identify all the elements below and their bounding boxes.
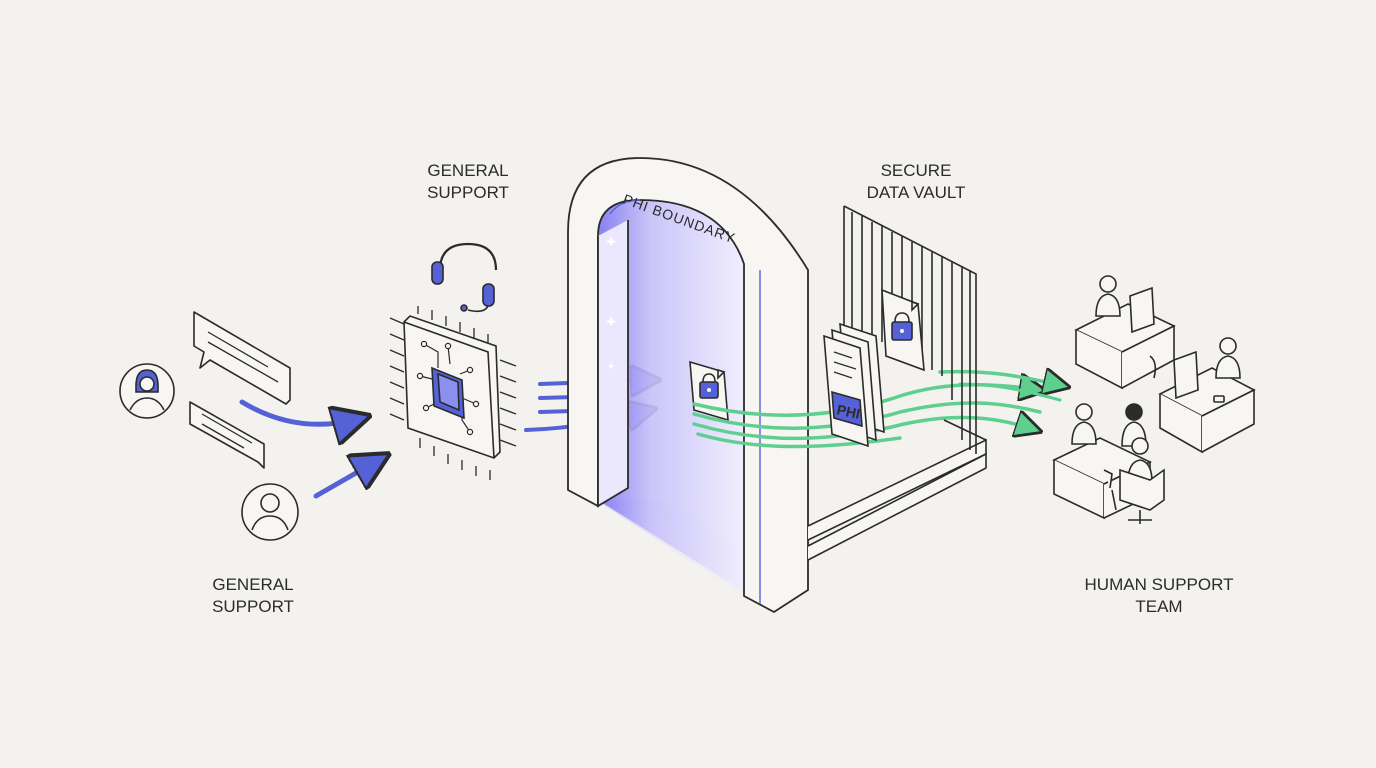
label-vault-line1: SECURE (881, 161, 952, 180)
label-human-line1: HUMAN SUPPORT (1085, 575, 1234, 594)
label-human-line2: TEAM (1135, 597, 1182, 616)
chat-bubble-icon (189, 401, 265, 469)
user-avatar-female-icon (119, 363, 175, 419)
label-ai-line2: SUPPORT (427, 183, 509, 202)
label-ai-agent: GENERAL SUPPORT (427, 161, 509, 202)
secure-data-flow (692, 372, 1064, 449)
chat-bubble-icon (193, 311, 291, 405)
label-users-line1: GENERAL (212, 575, 293, 594)
phi-document-label: PHI (835, 401, 861, 422)
chip-icon (389, 306, 517, 480)
phi-document-icon (823, 322, 885, 448)
label-vault: SECURE DATA VAULT (867, 161, 966, 202)
user-to-ai-arrows (239, 399, 382, 499)
user-avatar-male-icon (241, 483, 299, 541)
label-vault-line2: DATA VAULT (867, 183, 966, 202)
meeting-group-icon (1052, 403, 1165, 524)
label-users-line2: SUPPORT (212, 597, 294, 616)
label-users: GENERAL SUPPORT (212, 575, 294, 616)
desk-worker-icon (1074, 275, 1176, 390)
lock-document-icon (881, 288, 925, 372)
desk-worker-icon (1158, 337, 1256, 454)
label-human-team: HUMAN SUPPORT TEAM (1085, 575, 1234, 616)
label-ai-line1: GENERAL (427, 161, 508, 180)
phi-boundary-arch (567, 157, 809, 614)
secure-vault-cage (807, 205, 987, 561)
headset-icon (431, 242, 498, 313)
